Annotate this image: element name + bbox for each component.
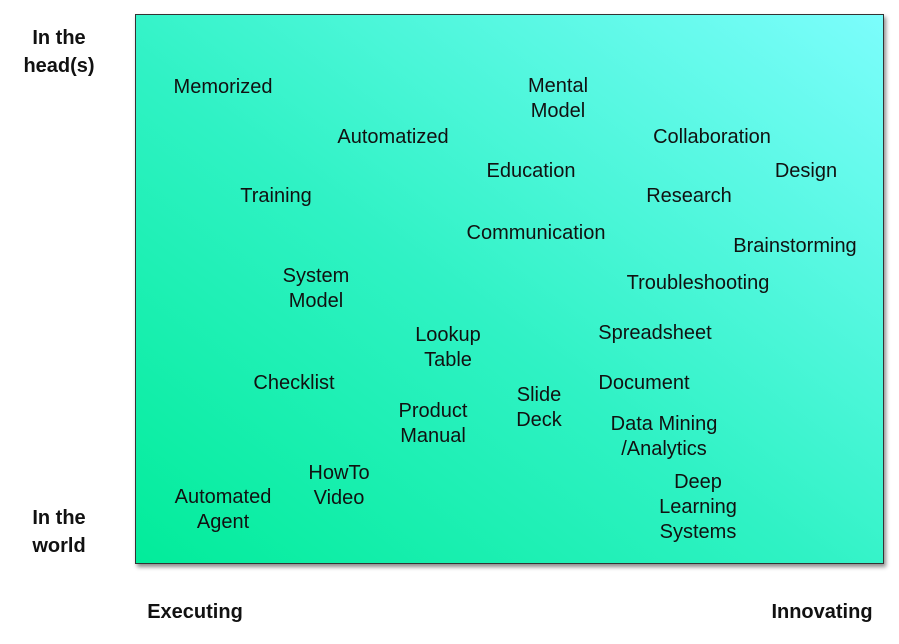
term-training: Training (240, 185, 312, 207)
term-design: Design (774, 160, 838, 182)
term-checklist: Checklist (253, 372, 335, 394)
term-communication: Communication (466, 222, 606, 244)
term-document: Document (598, 372, 690, 394)
term-mental-model: Mental Model (527, 75, 589, 122)
term-troubleshooting: Troubleshooting (626, 272, 770, 294)
term-automatized: Automatized (337, 126, 449, 148)
term-system-model: System Model (282, 265, 350, 312)
term-deep-learning: Deep Learning Systems (659, 471, 737, 543)
term-spreadsheet: Spreadsheet (598, 322, 712, 344)
term-howto-video: HowTo Video (308, 462, 370, 509)
term-collaboration: Collaboration (653, 126, 771, 148)
x-axis-left-label: Executing (147, 601, 243, 623)
term-lookup-table: Lookup Table (415, 324, 481, 371)
term-slide-deck: Slide Deck (516, 384, 562, 431)
term-education: Education (486, 160, 576, 182)
term-research: Research (646, 185, 732, 207)
y-axis-top-label: In the head(s) (23, 27, 95, 77)
term-product-manual: Product Manual (398, 400, 468, 447)
term-memorized: Memorized (173, 76, 273, 98)
x-axis-right-label: Innovating (771, 601, 873, 623)
diagram-panel: Memorized Mental Model Automatized Colla… (135, 14, 884, 564)
term-data-mining: Data Mining /Analytics (610, 413, 718, 460)
term-automated-agent: Automated Agent (174, 486, 272, 533)
term-brainstorming: Brainstorming (733, 235, 857, 257)
y-axis-bottom-label: In the world (32, 507, 86, 557)
